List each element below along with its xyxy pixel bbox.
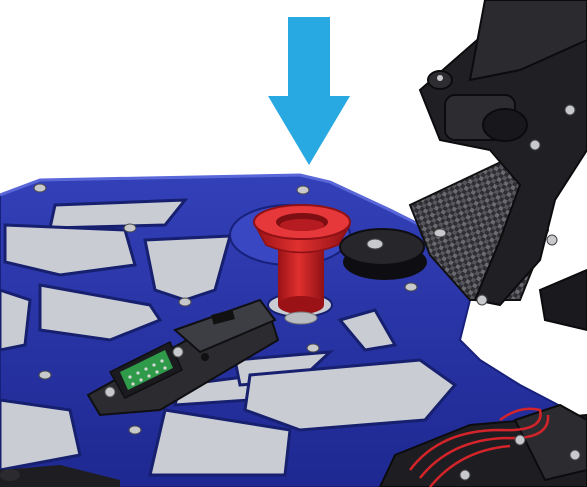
plate-cutouts (0, 198, 458, 477)
black-disc (339, 228, 427, 280)
emergency-stop-button (253, 204, 352, 325)
connector-module (86, 298, 280, 417)
carbon-fiber-arm (408, 0, 587, 332)
wheel-assembly (0, 403, 587, 487)
down-arrow-icon (268, 17, 350, 165)
plate-screws (33, 183, 447, 435)
